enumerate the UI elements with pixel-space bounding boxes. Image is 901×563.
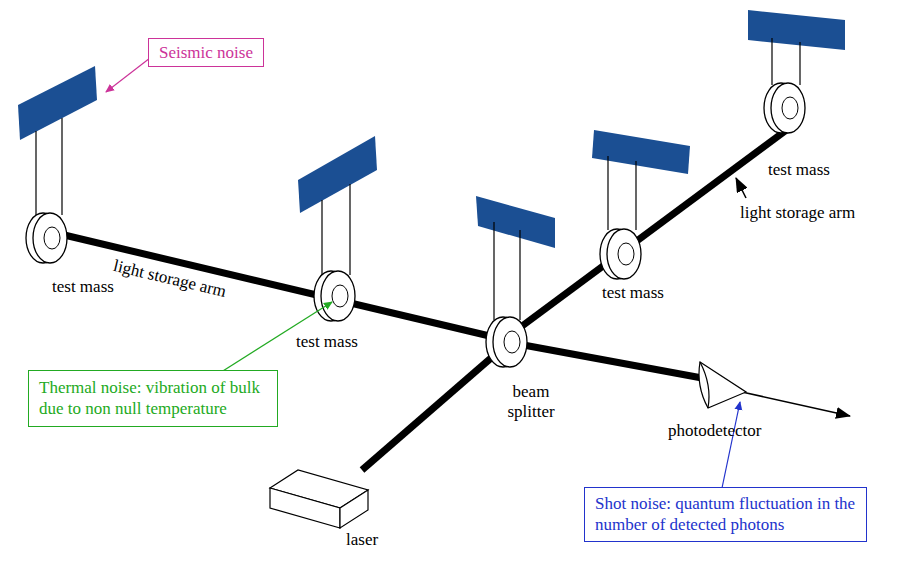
suspension-wires xyxy=(36,38,800,320)
part-label: photodetector xyxy=(668,421,761,441)
callout-text: Thermal noise: vibration of bulk due to … xyxy=(39,377,267,420)
test-mass xyxy=(764,83,805,133)
callout-text: Shot noise: quantum fluctuation in the n… xyxy=(595,493,856,536)
shot-callout: Shot noise: quantum fluctuation in the n… xyxy=(584,487,867,542)
test-mass xyxy=(26,213,67,263)
beam-splitter xyxy=(486,317,527,367)
part-label: test mass xyxy=(602,283,664,303)
thermal-callout: Thermal noise: vibration of bulk due to … xyxy=(28,370,278,427)
part-label: beam splitter xyxy=(494,382,568,423)
test-mass xyxy=(600,229,641,279)
leader-line xyxy=(106,58,150,92)
leader-line xyxy=(722,402,740,488)
callout-text: Seismic noise xyxy=(159,42,253,63)
laser-box xyxy=(270,470,368,528)
seismic-callout: Seismic noise xyxy=(148,38,264,67)
part-label: test mass xyxy=(768,160,830,180)
part-label: laser xyxy=(346,530,378,550)
photodetector-cone xyxy=(699,362,746,408)
arm-pointer xyxy=(736,178,746,198)
test-mass xyxy=(314,271,355,321)
output-arrow xyxy=(742,392,850,416)
part-label: light storage arm xyxy=(740,203,855,223)
part-label: test mass xyxy=(52,277,114,297)
part-label: test mass xyxy=(296,332,358,352)
suspension-plates xyxy=(18,10,845,248)
